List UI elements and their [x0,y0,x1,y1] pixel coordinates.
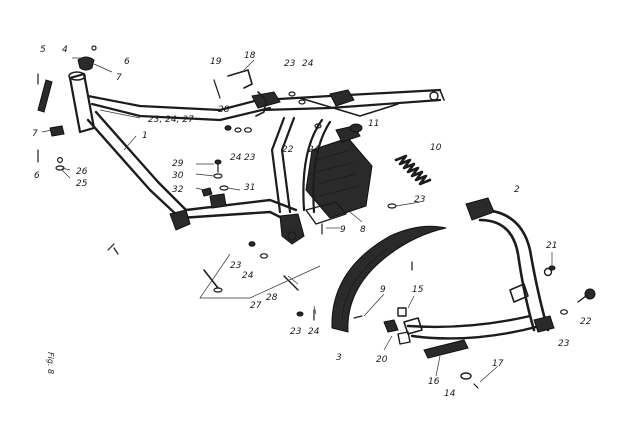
callout-3: 3 [336,353,342,363]
callout-22: 22 [282,145,294,155]
main-frame [68,56,445,255]
callout-20: 20 [376,355,388,365]
callout-23: 23 [284,59,296,69]
callout-30: 30 [172,171,184,181]
suspension-spring [394,154,432,186]
callout-1: 1 [142,131,148,141]
callout-24: 24 [302,59,314,69]
callout-26: 26 [76,167,88,177]
callout-22: 22 [580,317,592,327]
leader-lines [41,57,553,383]
front-mudguard [331,225,447,333]
callout-24: 24 [308,327,320,337]
callout-11: 11 [368,119,379,129]
callout-18: 18 [244,51,256,61]
callout-28: 28 [266,293,278,303]
callout-14: 14 [444,389,456,399]
callout-23-24-27: 23, 24, 27 [148,115,194,125]
callout-9: 9 [380,285,386,295]
callout-27: 27 [250,301,262,311]
callout-10: 10 [430,143,442,153]
callout-23: 23 [230,261,242,271]
callout-23: 23 [290,327,302,337]
callout-29: 29 [172,159,184,169]
callout-17: 17 [492,359,504,369]
callout-4: 4 [62,45,68,55]
callout-32: 32 [172,185,184,195]
callout-24: 24 [308,145,320,155]
callout-5: 5 [40,45,46,55]
callout-23: 23 [244,153,256,163]
callout-8: 8 [360,225,366,235]
callout-2: 2 [514,185,520,195]
battery-box [305,125,373,225]
callout-24: 24 [230,153,242,163]
small-hardware [37,45,596,389]
callout-6: 6 [34,171,40,181]
callout-31: 31 [244,183,255,193]
callout-16: 16 [428,377,440,387]
callout-25: 25 [76,179,88,189]
callout-7: 7 [116,73,122,83]
swing-fork [403,197,555,340]
callout-6: 6 [124,57,130,67]
callout-7: 7 [32,129,38,139]
callout-24: 24 [242,271,254,281]
callout-9: 9 [340,225,346,235]
callout-19: 19 [210,57,222,67]
callout-23: 23 [558,339,570,349]
figure-label: Fig. 8 [46,352,55,374]
callout-23: 23 [414,195,426,205]
callout-21: 21 [546,241,557,251]
callout-labels: 5 4 6 7 19 18 23 24 23, 24, 27 28 24 23 … [32,45,592,399]
callout-28: 28 [218,105,230,115]
callout-15: 15 [412,285,424,295]
rear-inner-rib [302,118,332,214]
